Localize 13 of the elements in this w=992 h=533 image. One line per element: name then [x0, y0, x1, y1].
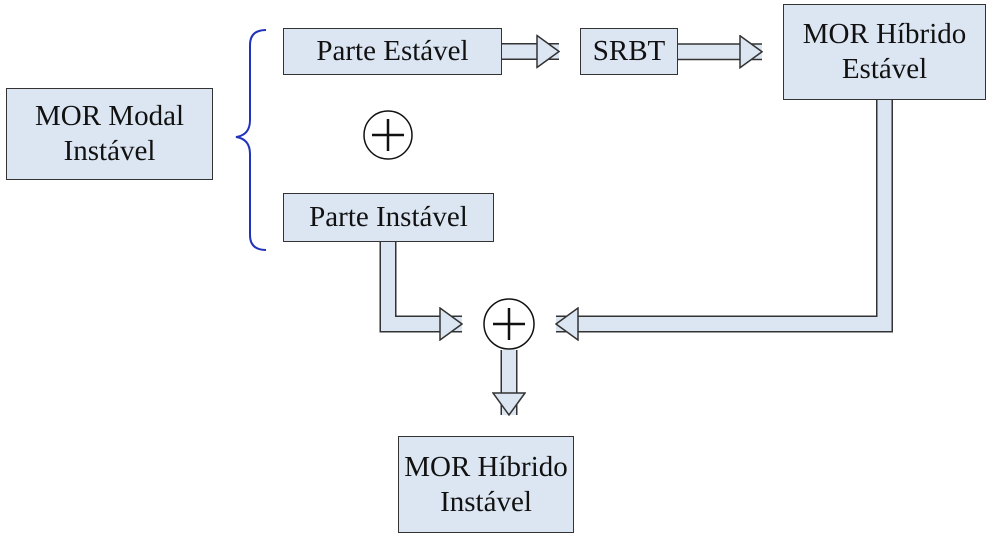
process-box [580, 28, 678, 75]
node-label: SRBT [592, 34, 666, 69]
node-label: Parte Estável [315, 34, 470, 69]
process-box [398, 436, 574, 533]
node-label: MOR Híbrido Estável [802, 17, 968, 87]
process-box [283, 28, 502, 75]
node-label: Parte Instável [308, 200, 469, 235]
node-label: MOR Modal Instável [34, 99, 186, 169]
process-box [283, 193, 494, 242]
process-box [783, 4, 986, 100]
node-label: MOR Híbrido Instável [403, 450, 569, 520]
process-box [6, 88, 213, 180]
summing-junction [483, 298, 535, 350]
